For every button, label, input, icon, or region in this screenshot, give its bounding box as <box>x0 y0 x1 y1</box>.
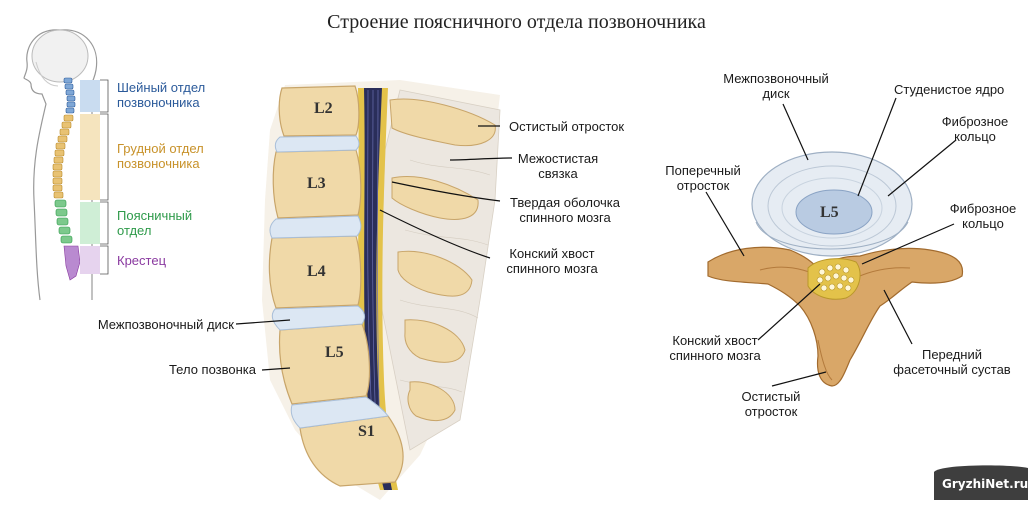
mini-lumbar <box>54 199 73 244</box>
cross-leaders <box>705 97 957 387</box>
vertebra-label-s1: S1 <box>358 423 375 440</box>
vertebral-body <box>268 235 362 309</box>
vertebral-body <box>272 149 362 219</box>
spinous-process <box>407 381 456 421</box>
label-spinous-process: Остистый отросток <box>509 119 625 134</box>
vertebra-label-l4: L4 <box>307 263 326 280</box>
vertebral-body <box>278 85 360 137</box>
intervertebral-disc <box>274 135 360 153</box>
bar-thoracic <box>80 114 100 200</box>
spinous-process <box>404 319 466 363</box>
vertebra-label-cross-l5: L5 <box>820 204 839 221</box>
label-vertebral-body: Тело позвонка <box>168 362 256 377</box>
mini-cervical <box>63 77 76 114</box>
label-sacrum: Крестец <box>117 253 167 268</box>
cauda-equina <box>364 88 392 490</box>
cross-section <box>707 151 964 387</box>
sagittal-leaders <box>235 125 513 371</box>
spinous-process <box>389 98 496 147</box>
nucleus-pulposus <box>795 189 873 235</box>
vertebra-label-l3: L3 <box>307 175 326 192</box>
label-intervertebral-disc: Межпозвоночный диск <box>97 317 234 332</box>
diagram-title: Строение поясничного отдела позвоночника <box>327 11 706 33</box>
watermark-badge <box>934 465 1028 500</box>
vertebra-label-l5: L5 <box>325 344 344 361</box>
watermark-text: GryzhiNet.ru <box>942 477 1029 491</box>
vertebra-label-l2: L2 <box>314 100 333 117</box>
intervertebral-disc <box>290 396 389 429</box>
cauda-equina-roots <box>816 263 855 292</box>
mini-sacrum <box>63 245 81 281</box>
sagittal-section <box>262 80 501 500</box>
vertebral-body <box>299 415 404 487</box>
human-figure <box>23 29 98 301</box>
intervertebral-disc <box>271 305 366 331</box>
vertebral-body <box>278 323 371 405</box>
intervertebral-disc <box>269 215 362 239</box>
mini-thoracic <box>52 114 74 199</box>
bar-lumbar <box>80 202 100 244</box>
spinous-process <box>391 176 479 220</box>
bar-brackets <box>100 79 109 275</box>
label-nucleus-pulposus: Студенистое ядро <box>894 82 1005 97</box>
bar-sacrum <box>80 246 100 274</box>
spinous-process <box>397 250 473 297</box>
mini-spine <box>52 77 81 281</box>
bar-cervical <box>80 80 100 112</box>
